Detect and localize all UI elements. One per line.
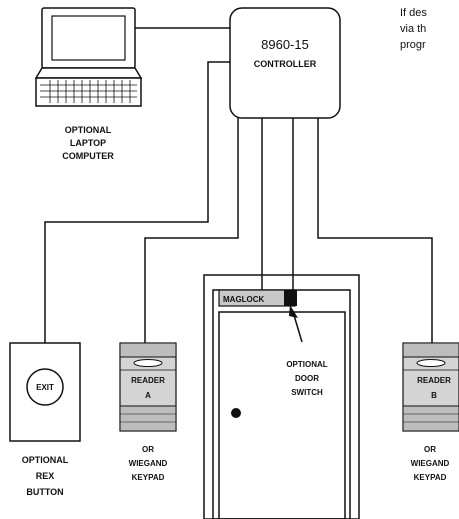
laptop-label-line-1: OPTIONAL bbox=[65, 125, 112, 135]
door-knob bbox=[231, 408, 241, 418]
exit-button-circle bbox=[26, 368, 64, 406]
door-switch-label-line-3: SWITCH bbox=[291, 388, 323, 397]
maglock: MAGLOCK bbox=[218, 289, 297, 307]
reader-b-alt-line-2: WIEGAND bbox=[411, 459, 450, 468]
maglock-label: MAGLOCK bbox=[223, 295, 265, 304]
rex-button: EXIT bbox=[9, 342, 81, 442]
reader-b-alt-line-3: KEYPAD bbox=[414, 473, 447, 482]
note-line-1: If des bbox=[400, 7, 427, 19]
rex-label-line-3: BUTTON bbox=[26, 487, 63, 497]
keyboard-keys bbox=[40, 80, 137, 103]
note-line-3: progr bbox=[400, 39, 426, 51]
note-line-2: via th bbox=[400, 23, 426, 35]
reader-b-wire bbox=[317, 118, 433, 343]
rex-wire bbox=[44, 61, 230, 343]
door-switch-label-line-1: OPTIONAL bbox=[286, 360, 327, 369]
laptop-label-line-3: COMPUTER bbox=[62, 151, 114, 161]
reader-a-label-line-2: A bbox=[145, 391, 151, 400]
controller-box: 8960-15 CONTROLLER bbox=[229, 7, 341, 119]
door-switch-arrow bbox=[289, 305, 303, 343]
door bbox=[218, 311, 346, 519]
reader-a: READER A bbox=[119, 342, 177, 432]
rex-label-line-1: OPTIONAL bbox=[22, 455, 69, 465]
reader-b-label-line-1: READER bbox=[417, 376, 451, 385]
reader-b: READER B bbox=[402, 342, 459, 432]
reader-b-label-line-2: B bbox=[431, 391, 437, 400]
reader-a-wire bbox=[144, 118, 239, 343]
reader-b-alt-line-1: OR bbox=[424, 445, 436, 454]
laptop-label-line-2: LAPTOP bbox=[70, 138, 106, 148]
exit-button-text: EXIT bbox=[36, 383, 54, 392]
laptop-icon bbox=[34, 7, 143, 107]
rex-label-line-2: REX bbox=[36, 471, 55, 481]
controller-label: CONTROLLER bbox=[254, 59, 317, 69]
reader-a-label-line-1: READER bbox=[131, 376, 165, 385]
door-switch-label-line-2: DOOR bbox=[295, 374, 319, 383]
reader-a-alt-line-3: KEYPAD bbox=[132, 473, 165, 482]
controller-model: 8960-15 bbox=[261, 37, 309, 52]
wires bbox=[44, 27, 433, 343]
reader-a-alt-line-1: OR bbox=[142, 445, 154, 454]
reader-a-alt-line-2: WIEGAND bbox=[129, 459, 168, 468]
